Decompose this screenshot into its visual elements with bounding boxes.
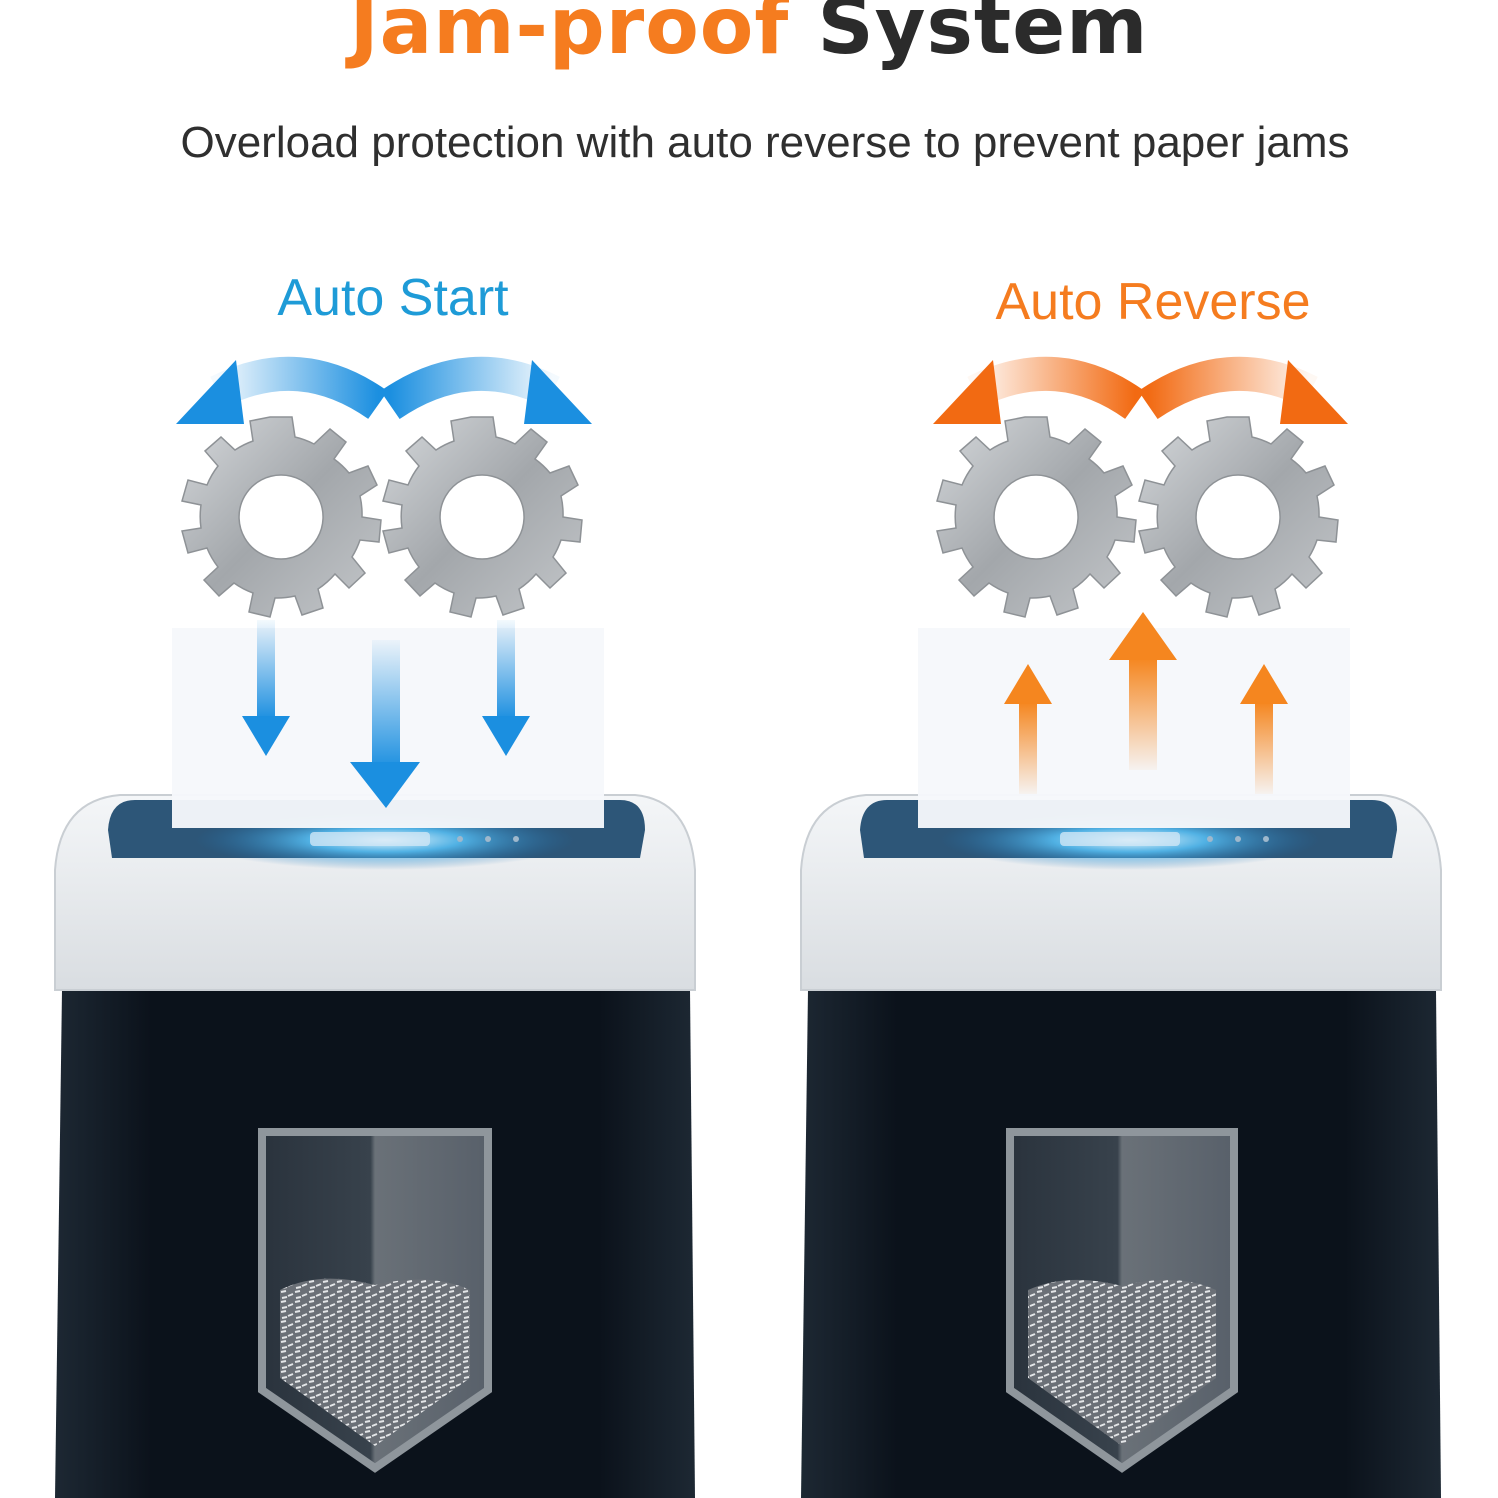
rotate-right-arrowhead (1280, 360, 1348, 424)
headline: Jam-proof System (0, 0, 1498, 72)
gear-right-icon (382, 416, 583, 618)
rotate-left-arrowhead (176, 360, 244, 424)
up-arrow-icon (1109, 612, 1177, 660)
headline-rest: System (817, 0, 1149, 72)
auto-reverse-label: Auto Reverse (995, 273, 1311, 331)
down-arrow-icon (242, 716, 290, 756)
auto-reverse-panel (800, 356, 1442, 1498)
gear-left-icon (936, 416, 1137, 618)
headline-accent: Jam-proof (349, 0, 790, 72)
auto-start-label: Auto Start (277, 269, 509, 327)
rotate-left-arrow-icon (210, 356, 388, 420)
shredded-paper (1028, 1279, 1216, 1446)
gear-right-icon (1138, 416, 1339, 618)
down-arrow-icon (350, 762, 420, 808)
control-button (1060, 832, 1180, 846)
up-arrow-icon (1004, 664, 1052, 704)
gear-left-icon (181, 416, 382, 618)
rotate-left-arrow-icon (967, 356, 1145, 420)
down-arrow-icon (482, 716, 530, 756)
control-button (310, 832, 430, 846)
up-arrow-icon (1240, 664, 1288, 704)
auto-start-panel (54, 356, 696, 1498)
shredded-paper (280, 1278, 470, 1446)
rotate-right-arrowhead (524, 360, 592, 424)
subtitle: Overload protection with auto reverse to… (180, 118, 1350, 167)
rotate-left-arrowhead (933, 360, 1001, 424)
